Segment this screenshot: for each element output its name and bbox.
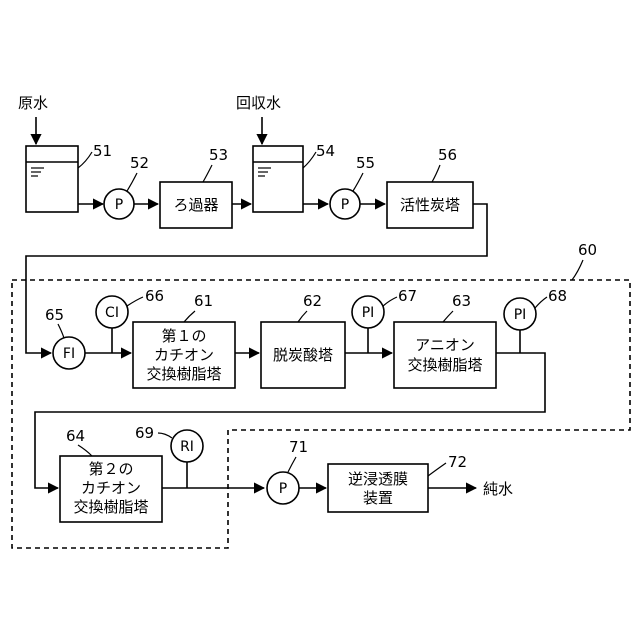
ref-51: 51 <box>93 142 112 160</box>
resistivity-indicator-69-label: RI <box>180 439 194 455</box>
ref-65: 65 <box>45 306 64 324</box>
ref-69: 69 <box>135 424 154 442</box>
raw-water-label: 原水 <box>18 94 48 112</box>
leader-53 <box>203 165 212 182</box>
ref-71: 71 <box>289 438 308 456</box>
leader-69 <box>158 433 172 438</box>
leader-52 <box>127 173 137 191</box>
ro-72-line2: 装置 <box>363 489 393 507</box>
ref-64: 64 <box>66 427 85 445</box>
conductivity-indicator-66-label: CI <box>105 305 119 321</box>
leader-71 <box>288 457 296 472</box>
tower-64-line2: カチオン <box>81 479 141 497</box>
carbon-tower-56-label: 活性炭塔 <box>400 196 460 214</box>
ref-68: 68 <box>548 287 567 305</box>
tank-51 <box>26 146 78 212</box>
ref-67: 67 <box>398 287 417 305</box>
pressure-indicator-67-label: PI <box>362 305 375 321</box>
recovered-water-label: 回収水 <box>236 94 281 112</box>
tower-61-line3: 交換樹脂塔 <box>146 365 221 383</box>
leader-54 <box>303 152 316 168</box>
ref-63: 63 <box>452 292 471 310</box>
leader-56 <box>432 165 440 182</box>
ref-52: 52 <box>130 154 149 172</box>
ref-54: 54 <box>316 142 335 160</box>
tower-64-line1: 第２の <box>88 460 133 478</box>
pressure-indicator-68-label: PI <box>514 307 527 323</box>
leader-64 <box>78 445 92 456</box>
ref-62: 62 <box>303 292 322 310</box>
pure-water-label: 純水 <box>483 480 513 498</box>
leader-67 <box>383 297 397 306</box>
tower-61-line1: 第１の <box>161 327 206 345</box>
tower-63-line2: 交換樹脂塔 <box>407 356 482 374</box>
ref-55: 55 <box>356 154 375 172</box>
ref-56: 56 <box>438 146 457 164</box>
pump-55-label: P <box>341 197 349 213</box>
ro-72-line1: 逆浸透膜 <box>348 470 408 488</box>
ref-72: 72 <box>448 453 467 471</box>
decarbonation-tower-62-label: 脱炭酸塔 <box>273 346 333 364</box>
ref-61: 61 <box>194 292 213 310</box>
leader-63 <box>443 311 453 322</box>
leader-55 <box>353 173 363 191</box>
filter-53-label: ろ過器 <box>173 196 218 214</box>
ref-53: 53 <box>209 146 228 164</box>
pump-71-label: P <box>279 481 287 497</box>
leader-62 <box>298 311 307 322</box>
leader-61 <box>184 311 195 322</box>
ref-66: 66 <box>145 287 164 305</box>
anion-exchange-tower-63 <box>394 322 496 388</box>
leader-72 <box>428 463 446 476</box>
flow-indicator-65-label: FI <box>63 346 75 362</box>
leader-68 <box>535 297 547 308</box>
ref-60: 60 <box>578 241 597 259</box>
leader-65 <box>58 324 64 338</box>
leader-60 <box>572 260 583 280</box>
leader-51 <box>78 152 92 168</box>
tower-61-line2: カチオン <box>154 346 214 364</box>
pump-52-label: P <box>115 197 123 213</box>
tower-63-line1: アニオン <box>415 336 475 354</box>
tank-54 <box>253 146 303 212</box>
tower-64-line3: 交換樹脂塔 <box>73 498 148 516</box>
leader-66 <box>127 297 143 306</box>
